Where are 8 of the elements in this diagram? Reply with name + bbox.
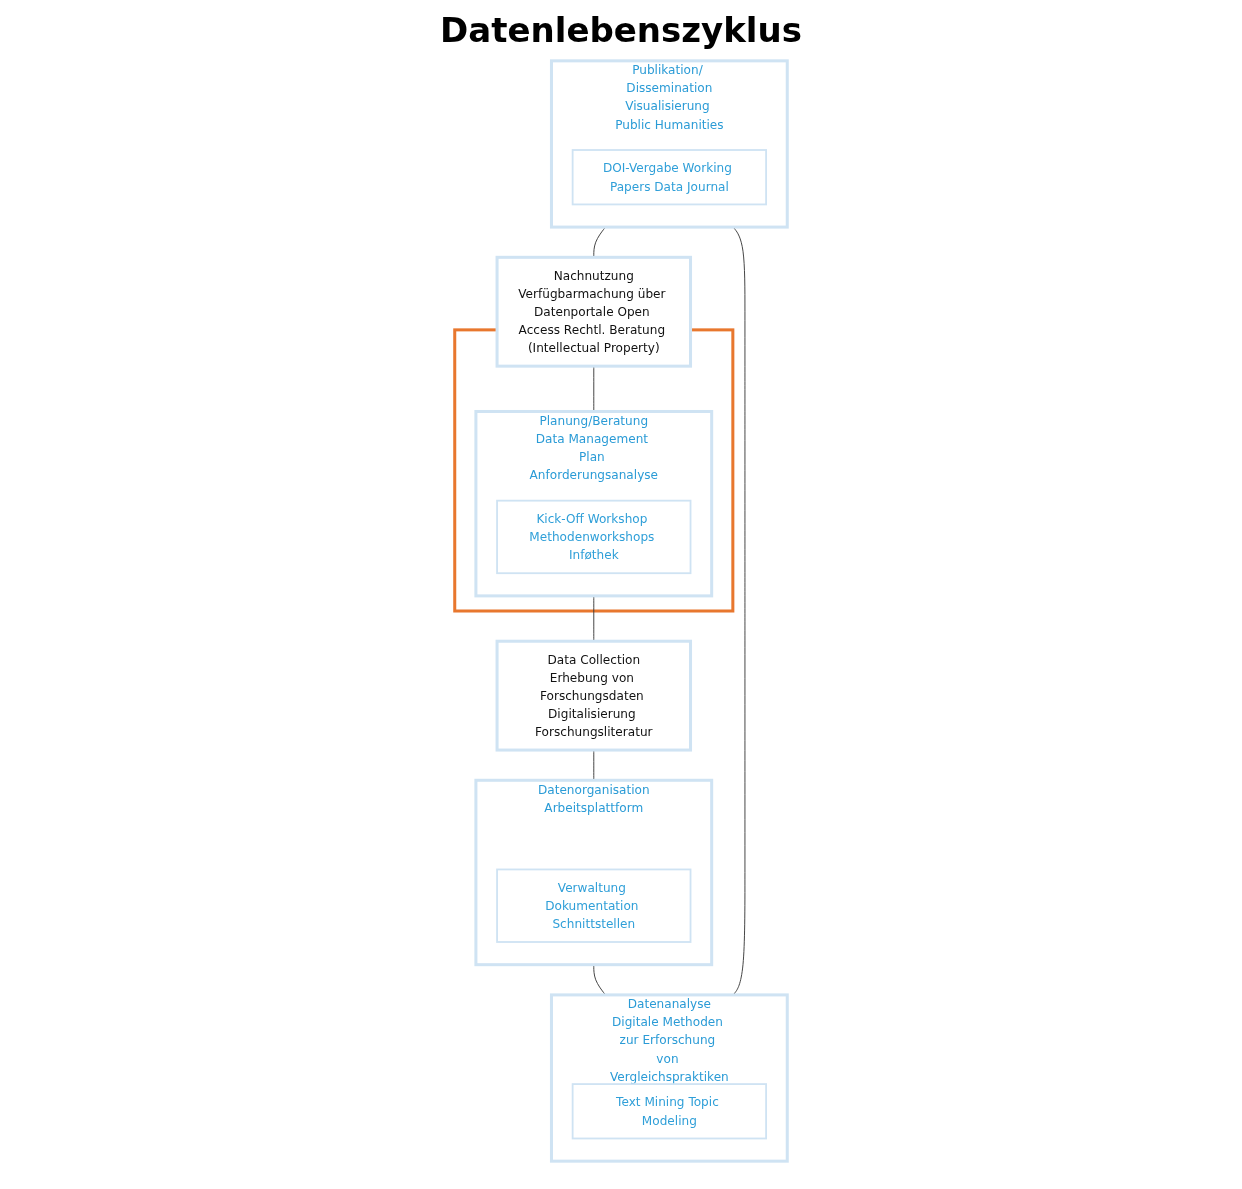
diagram-title: Datenlebenszyklus [440, 10, 802, 50]
node-box: Kick-Off Workshop Methodenworkshops Inføthek [496, 499, 692, 575]
node-box: DOI-Vergabe Working Papers Data Journal [571, 149, 767, 206]
node-box: Data Collection Erhebung von Forschungsdaten Digitalisierung Forschungsliteratur [495, 639, 693, 752]
node-box: Verwaltung Dokumentation Schnittstellen [496, 868, 692, 943]
node-box: Nachnutzung Verfügbarmachung über Datenportale Open Access Rechtl. Beratung (Intellectual Property) [495, 255, 693, 368]
node-box: Text Mining Topic Modeling [571, 1083, 767, 1140]
connector [593, 595, 595, 642]
